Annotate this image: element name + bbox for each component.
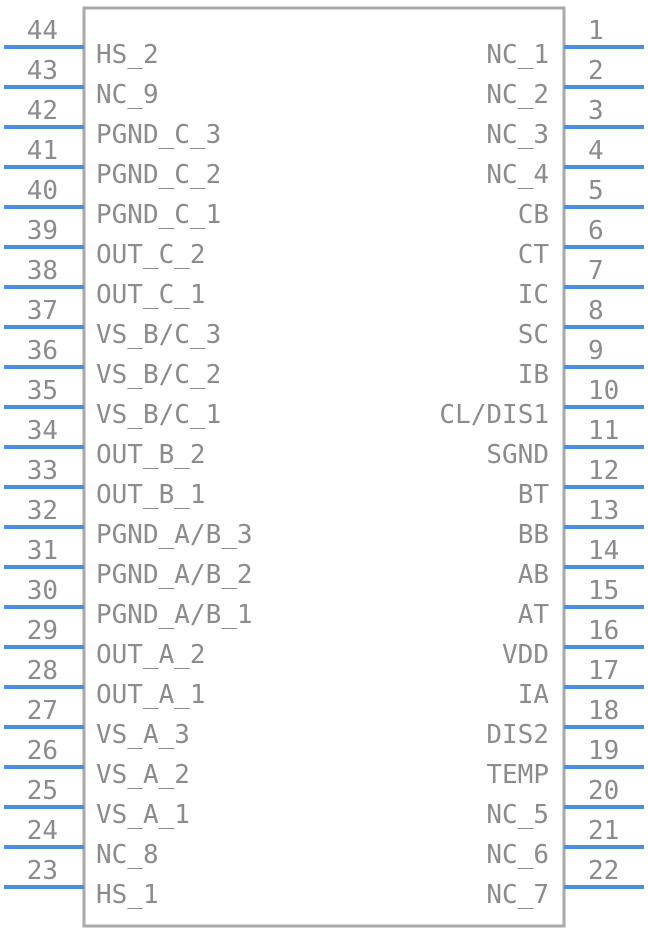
pin-30-number: 30 [27,576,58,606]
pin-27-number: 27 [27,696,58,726]
pin-20-number: 20 [588,776,619,806]
pin-5-name: CB [518,200,549,230]
pin-17-number: 17 [588,656,619,686]
pin-42-name: PGND_C_3 [96,120,221,150]
pin-38-number: 38 [27,256,58,286]
pin-7-name: IC [518,280,549,310]
pin-44-name: HS_2 [96,40,159,70]
pin-31-number: 31 [27,536,58,566]
pin-5-number: 5 [588,176,604,206]
pin-15-name: AT [518,600,550,630]
pin-22-name: NC_7 [486,880,549,910]
pin-25-name: VS_A_1 [96,800,190,830]
pin-2-number: 2 [588,56,604,86]
pin-43-name: NC_9 [96,80,159,110]
pin-12-name: BT [518,480,550,510]
pin-27-name: VS_A_3 [96,720,190,750]
pin-14-name: AB [518,560,549,590]
pin-7-number: 7 [588,256,604,286]
pin-42-number: 42 [27,96,58,126]
pin-28-number: 28 [27,656,58,686]
pin-39-name: OUT_C_2 [96,240,206,270]
pin-35-number: 35 [27,376,58,406]
pin-26-name: VS_A_2 [96,760,190,790]
pin-24-number: 24 [27,816,58,846]
pin-3-name: NC_3 [486,120,549,150]
pin-37-number: 37 [27,296,58,326]
pin-22-number: 22 [588,856,619,886]
pin-15-number: 15 [588,576,619,606]
pin-36-number: 36 [27,336,58,366]
pin-30-name: PGND_A/B_1 [96,600,253,630]
pin-8-name: SC [518,320,549,350]
pin-6-number: 6 [588,216,604,246]
pin-41-number: 41 [27,136,58,166]
pin-40-name: PGND_C_1 [96,200,221,230]
pin-43-number: 43 [27,56,58,86]
pin-35-name: VS_B/C_1 [96,400,221,430]
pin-29-number: 29 [27,616,58,646]
pin-20-name: NC_5 [486,800,549,830]
pin-38-name: OUT_C_1 [96,280,206,310]
pin-4-number: 4 [588,136,604,166]
pin-16-name: VDD [502,640,549,670]
pin-11-number: 11 [588,416,619,446]
right-pin-group: 1NC_1 2NC_2 3NC_3 4NC_4 5CB 6CT 7IC 8SC 9IB 10CL/… [439,16,644,910]
pin-32-name: PGND_A/B_3 [96,520,253,550]
pin-34-number: 34 [27,416,58,446]
pin-29-name: OUT_A_2 [96,640,206,670]
pin-21-name: NC_6 [486,840,549,870]
pin-19-number: 19 [588,736,619,766]
pin-10-name: CL/DIS1 [439,400,549,430]
pin-8-number: 8 [588,296,604,326]
pin-10-number: 10 [588,376,619,406]
pin-6-name: CT [518,240,550,270]
pin-23-number: 23 [27,856,58,886]
pin-18-number: 18 [588,696,619,726]
pin-17-name: IA [518,680,550,710]
pin-36-name: VS_B/C_2 [96,360,221,390]
pin-37-name: VS_B/C_3 [96,320,221,350]
pin-13-name: BB [518,520,549,550]
pin-1-number: 1 [588,16,604,46]
pin-11-name: SGND [486,440,549,470]
pin-9-number: 9 [588,336,604,366]
pin-40-number: 40 [27,176,58,206]
pin-13-number: 13 [588,496,619,526]
ic-body [82,6,566,928]
pin-31-name: PGND_A/B_2 [96,560,253,590]
pin-16-number: 16 [588,616,619,646]
pin-32-number: 32 [27,496,58,526]
pin-14-number: 14 [588,536,619,566]
pin-18-name: DIS2 [486,720,549,750]
pin-24-name: NC_8 [96,840,159,870]
pin-2-name: NC_2 [486,80,549,110]
pin-44-number: 44 [27,16,58,46]
pin-1-name: NC_1 [486,40,549,70]
pin-12-number: 12 [588,456,619,486]
pin-41-name: PGND_C_2 [96,160,221,190]
pin-9-name: IB [518,360,549,390]
pin-39-number: 39 [27,216,58,246]
pin-28-name: OUT_A_1 [96,680,206,710]
pin-33-number: 33 [27,456,58,486]
pin-26-number: 26 [27,736,58,766]
pin-3-number: 3 [588,96,604,126]
pin-25-number: 25 [27,776,58,806]
pin-19-name: TEMP [486,760,549,790]
pin-4-name: NC_4 [486,160,549,190]
pin-21-number: 21 [588,816,619,846]
pin-23-name: HS_1 [96,880,159,910]
pin-34-name: OUT_B_2 [96,440,206,470]
pin-33-name: OUT_B_1 [96,480,206,510]
